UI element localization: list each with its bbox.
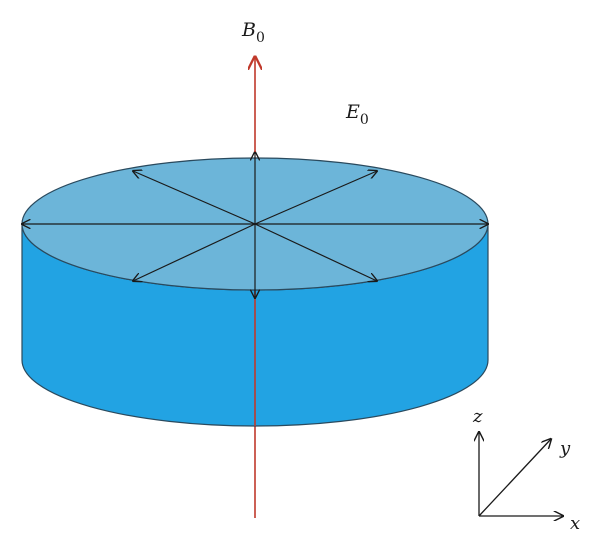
e-field-label: E0 [345,101,369,128]
b-field-label: B0 [241,19,265,46]
e-field-arrow-diagonal [133,223,256,281]
coordinate-axes [479,432,563,516]
e-field-arrow-diagonal [133,171,256,225]
z-axis-label: z [472,406,483,427]
x-axis-label: x [570,513,580,534]
b-field-symbol: B [241,19,256,41]
e-field-arrow-diagonal [254,171,377,225]
b-field-subscript: 0 [256,30,265,46]
e-field-arrow-diagonal [254,223,377,281]
e-field-arrows [22,152,488,298]
e-field-subscript: 0 [360,112,369,128]
y-axis-label: y [559,438,571,459]
y-axis-arrow [478,439,551,517]
e-field-symbol: E [345,101,360,123]
